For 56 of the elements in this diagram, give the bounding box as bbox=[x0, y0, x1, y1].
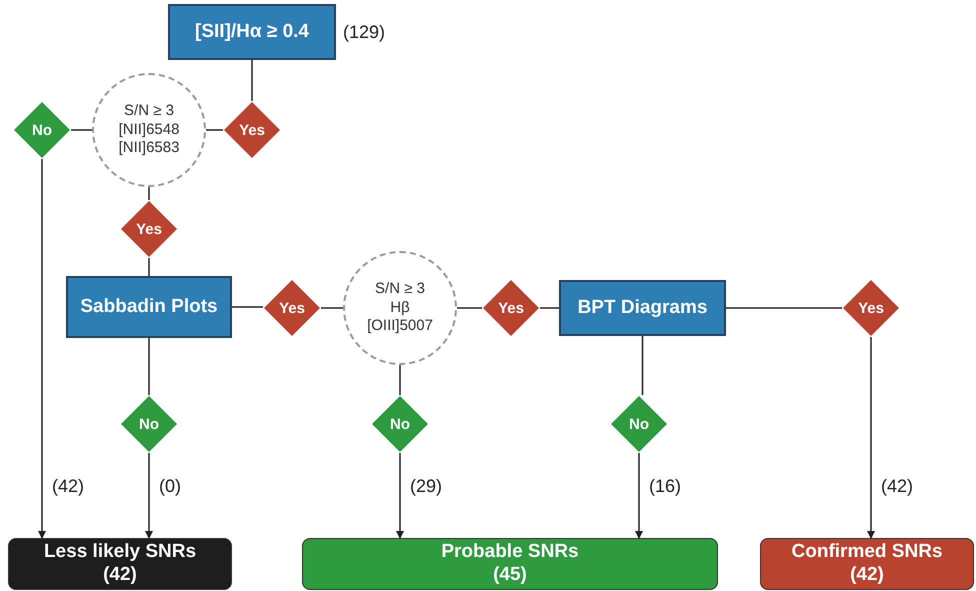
connector-line bbox=[148, 187, 150, 200]
decision-diamond bbox=[13, 101, 71, 159]
connector-line bbox=[206, 129, 223, 131]
edge-label: (0) bbox=[157, 477, 183, 495]
connector-line bbox=[232, 306, 263, 308]
arrow bbox=[396, 453, 404, 539]
result-count: (42) bbox=[103, 564, 137, 587]
process-box: Sabbadin Plots bbox=[66, 276, 232, 338]
decision-label: Yes bbox=[136, 222, 162, 236]
decision-label: No bbox=[139, 416, 159, 432]
decision-label: No bbox=[629, 416, 649, 432]
arrow bbox=[635, 453, 643, 539]
process-box: BPT Diagrams bbox=[559, 280, 726, 336]
decision-diamond bbox=[610, 395, 668, 453]
decision-label: No bbox=[390, 416, 410, 432]
condition-text: [NII]6583 bbox=[118, 139, 180, 158]
decision-label: Yes bbox=[498, 300, 524, 316]
condition-text: [OIII]5007 bbox=[367, 317, 433, 336]
connector-line bbox=[726, 307, 842, 309]
condition-text: S/N ≥ 3 bbox=[375, 280, 425, 299]
process-box: [SII]/Hα ≥ 0.4 bbox=[168, 4, 336, 60]
connector-line bbox=[71, 129, 92, 131]
decision-label: Yes bbox=[239, 122, 265, 138]
result-box bbox=[8, 538, 232, 590]
connector-line bbox=[457, 307, 482, 309]
count-label: (129) bbox=[343, 21, 386, 44]
connector-line bbox=[321, 307, 343, 309]
result-box bbox=[302, 538, 718, 590]
result-count: (45) bbox=[493, 564, 527, 587]
result-title: Probable SNRs bbox=[441, 541, 579, 564]
result-box bbox=[760, 538, 974, 590]
arrow bbox=[867, 337, 875, 539]
result-title: Less likely SNRs bbox=[44, 541, 196, 564]
decision-label: No bbox=[32, 122, 52, 138]
decision-label: Yes bbox=[279, 300, 305, 316]
decision-diamond bbox=[120, 395, 178, 453]
result-count: (42) bbox=[850, 564, 884, 587]
decision-diamond bbox=[371, 395, 429, 453]
connector-line bbox=[540, 307, 559, 309]
arrow bbox=[38, 159, 46, 539]
connector-line bbox=[399, 365, 401, 395]
connector-line bbox=[642, 336, 644, 395]
connector-line bbox=[251, 60, 253, 101]
condition-text: S/N ≥ 3 bbox=[124, 102, 174, 121]
decision-diamond bbox=[842, 279, 900, 337]
connector-line bbox=[148, 258, 150, 276]
decision-diamond bbox=[223, 101, 281, 159]
result-title: Confirmed SNRs bbox=[792, 541, 942, 564]
connector-line bbox=[148, 338, 150, 395]
decision-diamond bbox=[482, 279, 540, 337]
condition-text: [NII]6548 bbox=[118, 120, 180, 140]
decision-label: Yes bbox=[858, 300, 884, 316]
decision-diamond bbox=[263, 279, 321, 337]
condition-text: Hβ bbox=[390, 298, 410, 318]
arrow bbox=[145, 453, 153, 539]
decision-diamond bbox=[120, 200, 178, 258]
